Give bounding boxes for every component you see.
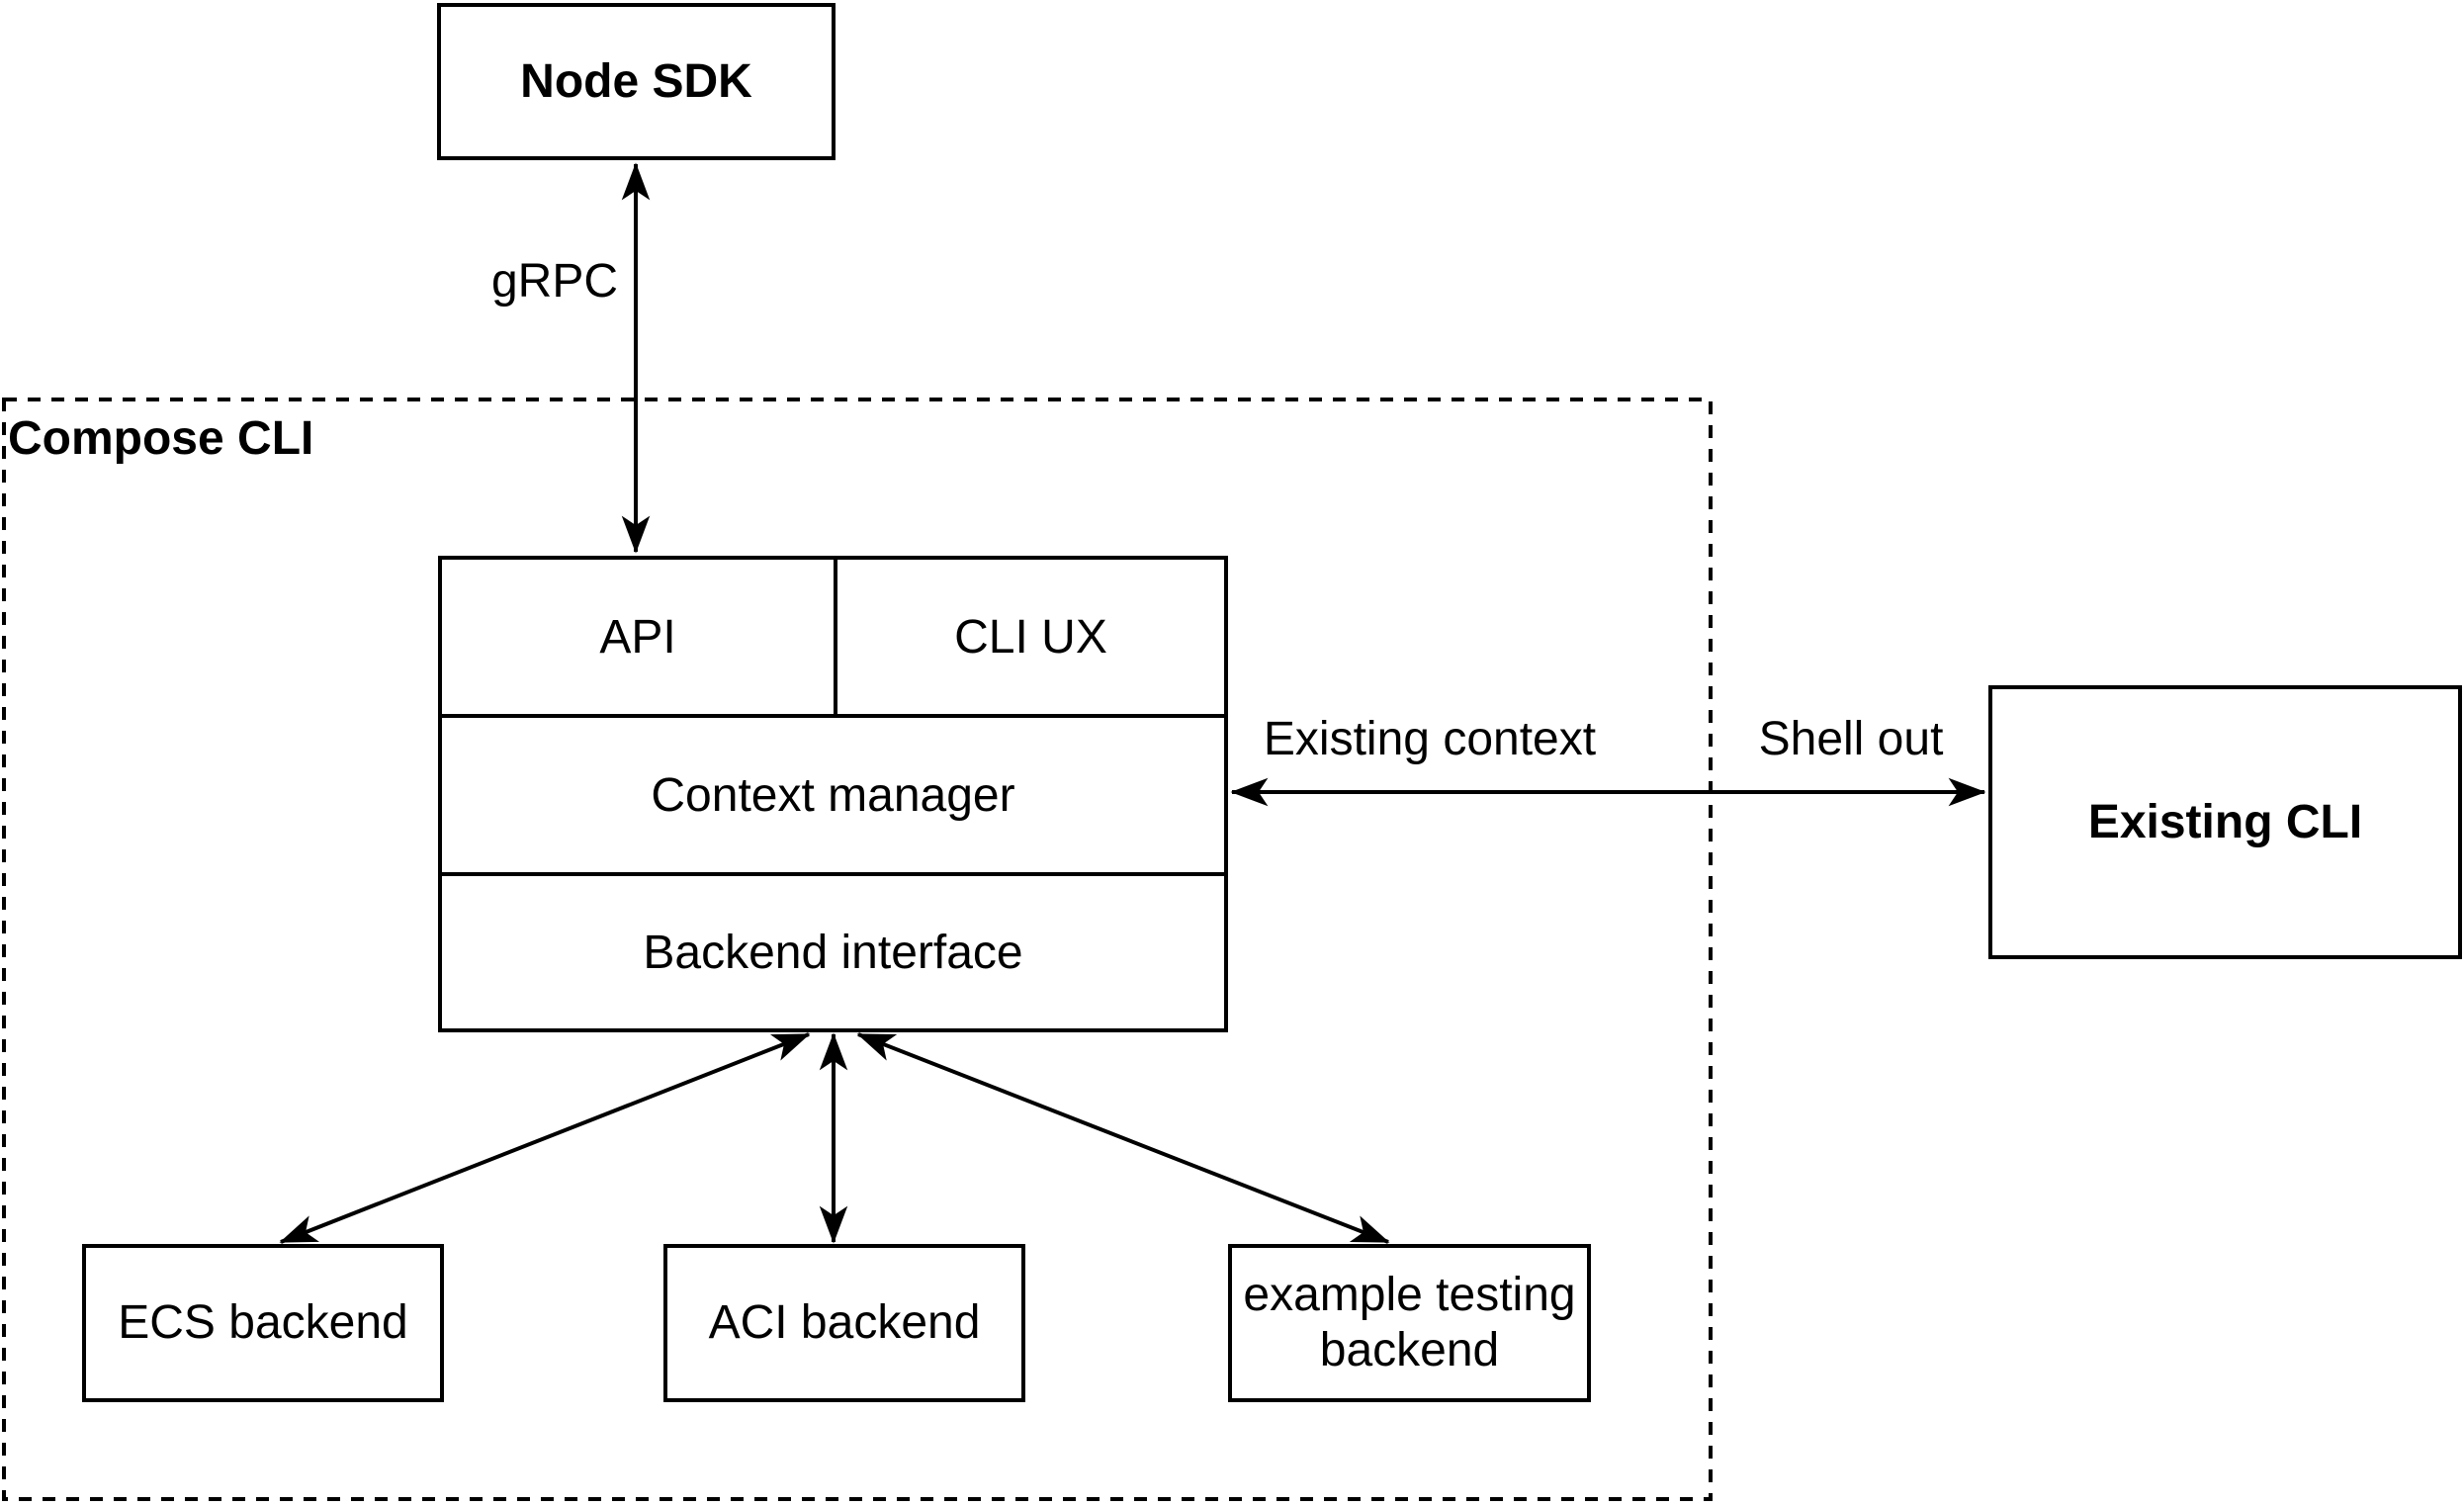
ecs-backend-label: ECS backend	[118, 1296, 408, 1349]
existing-cli-box: Existing CLI	[1988, 685, 2462, 959]
example-testing-backend-label: example testing backend	[1243, 1269, 1576, 1376]
node-sdk-box: Node SDK	[437, 3, 836, 160]
context-manager-cell: Context manager	[442, 718, 1224, 876]
existing-cli-label: Existing CLI	[2087, 795, 2363, 848]
existing-context-edge-label: Existing context	[1263, 713, 1597, 765]
api-cell: API	[442, 560, 837, 714]
compose-cli-core-box: API CLI UX Context manager Backend inter…	[438, 556, 1228, 1032]
aci-backend-label: ACI backend	[708, 1296, 981, 1349]
api-label: API	[599, 610, 676, 664]
compose-cli-container-label: Compose CLI	[8, 412, 314, 465]
ecs-backend-box: ECS backend	[82, 1244, 444, 1402]
node-sdk-label: Node SDK	[520, 54, 752, 108]
cli-ux-cell: CLI UX	[837, 560, 1224, 714]
backend-interface-cell: Backend interface	[442, 876, 1224, 1028]
aci-backend-box: ACI backend	[663, 1244, 1025, 1402]
edge-example-testing-backend	[856, 1032, 1390, 1244]
example-testing-backend-box: example testing backend	[1228, 1244, 1591, 1402]
shell-out-edge-label: Shell out	[1758, 713, 1944, 765]
top-row: API CLI UX	[442, 560, 1224, 718]
context-manager-label: Context manager	[651, 768, 1015, 822]
edge-ecs-backend	[279, 1032, 811, 1244]
backend-interface-label: Backend interface	[643, 926, 1023, 979]
cli-ux-label: CLI UX	[954, 610, 1107, 664]
grpc-edge-label: gRPC	[490, 255, 618, 308]
